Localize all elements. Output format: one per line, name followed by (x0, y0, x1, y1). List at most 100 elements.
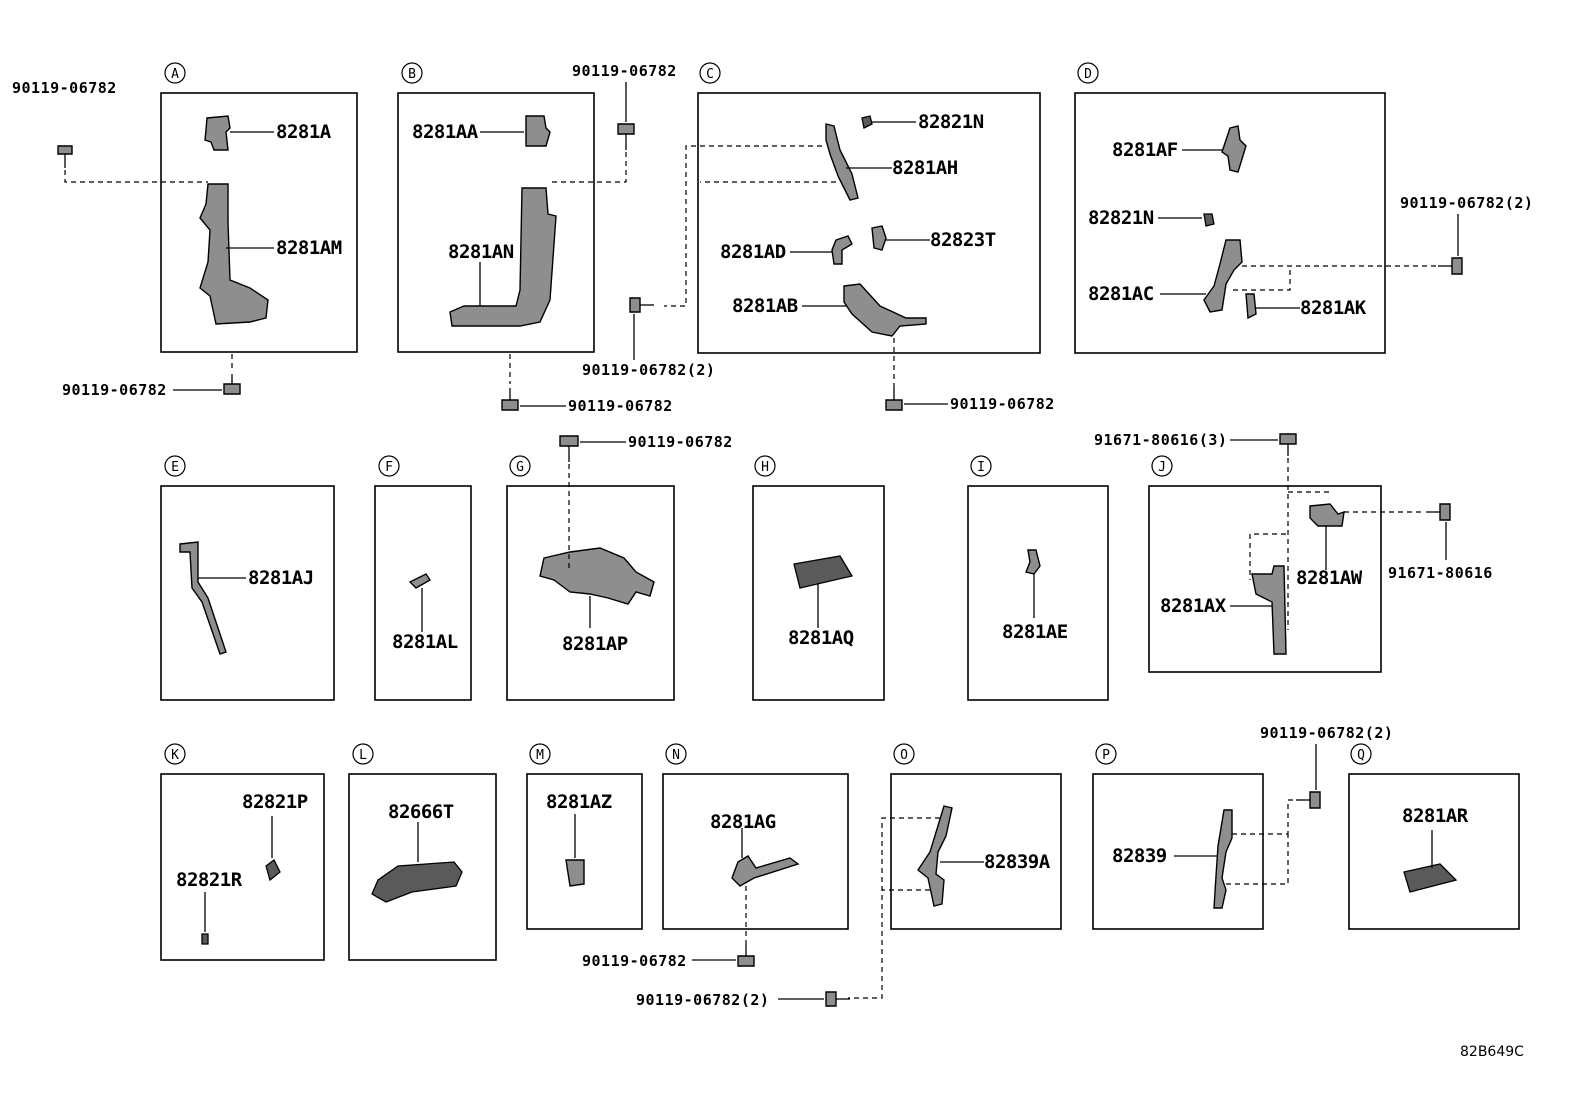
section-l-box (348, 773, 497, 961)
section-g-marker (509, 455, 531, 477)
part-8281al-shape (408, 573, 431, 632)
section-a-letter: A (171, 67, 179, 82)
section-e-marker (164, 455, 186, 477)
part-82821n-c-shape (861, 115, 916, 129)
bolt-label-b-bottom: 90119-06782 (568, 397, 673, 415)
section-q: Q 8281AR (1348, 743, 1520, 930)
part-8281af-shape (1182, 125, 1247, 173)
reference-code: 82B649C (1460, 1044, 1524, 1060)
section-c: C 82821N 8281AH 8281AD 82823T (582, 62, 1054, 413)
section-p-letter: P (1102, 748, 1110, 763)
section-j-marker (1151, 455, 1173, 477)
section-o-marker (893, 743, 915, 765)
part-label-8281an: 8281AN (448, 241, 514, 263)
part-82839-shape (1174, 809, 1233, 909)
bolt-icon-a-bottom (223, 374, 241, 395)
bolt-label-g-top: 90119-06782 (628, 433, 733, 451)
bolt-icon-b-bottom (501, 388, 519, 411)
section-e: E 8281AJ (160, 455, 335, 701)
section-l-letter: L (359, 748, 367, 763)
part-label-8281ad: 8281AD (720, 241, 786, 263)
section-k: K 82821P 82821R (160, 743, 325, 961)
bolt-icon-b-top (617, 123, 635, 150)
bolt-label-a-top: 90119-06782 (12, 79, 117, 97)
bolt-label-n-bottom: 90119-06782 (582, 952, 687, 970)
section-i-letter: I (977, 460, 985, 475)
section-q-box (1348, 773, 1520, 930)
section-a: A 8281A 8281AM 90119-06782 90119-06782 (12, 62, 358, 399)
section-e-letter: E (171, 460, 179, 475)
part-label-82821p: 82821P (242, 791, 308, 813)
bolt-label-a-bottom: 90119-06782 (62, 381, 167, 399)
part-label-82666t: 82666T (388, 801, 454, 823)
section-k-letter: K (171, 748, 179, 763)
section-o: O 82839A 90119-06782(2) (636, 743, 1062, 1009)
part-82823t-shape (871, 225, 930, 251)
section-d-marker (1077, 62, 1099, 84)
section-j: J 8281AW 8281AX 91671-80616(3) 91671-806… (1094, 431, 1492, 673)
section-l: L 82666T (348, 743, 497, 961)
bolt-icon-d-right (1438, 257, 1463, 275)
section-b-letter: B (408, 67, 416, 82)
section-n-letter: N (672, 748, 680, 763)
part-label-82823t: 82823T (930, 229, 996, 251)
part-8281ag-shape (731, 828, 800, 887)
part-label-8281ac: 8281AC (1088, 283, 1154, 305)
part-label-82839a: 82839A (984, 851, 1051, 873)
section-f: F 8281AL (374, 455, 472, 701)
part-label-8281ag: 8281AG (710, 811, 776, 833)
part-label-82821n-d: 82821N (1088, 207, 1154, 229)
part-8281a-shape (204, 115, 274, 151)
section-g-box (506, 485, 675, 701)
section-m-letter: M (536, 748, 544, 763)
section-h: H 8281AQ (752, 455, 885, 701)
section-q-letter: Q (1357, 748, 1365, 763)
bolt-label-o-bottom: 90119-06782(2) (636, 991, 769, 1009)
part-label-82839: 82839 (1112, 845, 1167, 867)
bolt-label-c-left: 90119-06782(2) (582, 361, 715, 379)
section-p: P 82839 90119-06782(2) (1092, 724, 1393, 930)
section-q-marker (1350, 743, 1372, 765)
section-k-box (160, 773, 325, 961)
section-p-box (1092, 773, 1264, 930)
bolt-label-p-top: 90119-06782(2) (1260, 724, 1393, 742)
part-label-8281ak: 8281AK (1300, 297, 1367, 319)
part-8281ad-shape (790, 235, 853, 265)
section-h-marker (754, 455, 776, 477)
part-label-8281ap: 8281AP (562, 633, 628, 655)
section-n-box (662, 773, 849, 930)
section-i-marker (970, 455, 992, 477)
part-8281ak-shape (1245, 293, 1300, 320)
section-k-marker (164, 743, 186, 765)
part-label-8281a: 8281A (276, 121, 332, 143)
part-8281an-shape (449, 187, 557, 327)
section-i: I 8281AE (967, 455, 1109, 701)
bolt-label-b-top: 90119-06782 (572, 62, 677, 80)
section-j-box (1148, 485, 1382, 673)
part-8281ar-shape (1403, 830, 1458, 893)
section-c-letter: C (706, 67, 714, 82)
bolt-label-j-top: 91671-80616(3) (1094, 431, 1227, 449)
part-label-8281ae: 8281AE (1002, 621, 1068, 643)
section-m-box (526, 773, 643, 930)
part-8281aw-shape (1309, 503, 1345, 570)
section-m-marker (529, 743, 551, 765)
part-82666t-shape (371, 822, 463, 903)
section-e-box (160, 485, 335, 701)
section-c-box (697, 92, 1041, 354)
part-8281ac-shape (1160, 239, 1243, 313)
part-8281ah-shape (825, 123, 892, 201)
section-j-letter: J (1158, 460, 1166, 475)
bolt-icon-a-top (57, 145, 73, 168)
part-label-8281az: 8281AZ (546, 791, 612, 813)
section-f-letter: F (385, 460, 393, 475)
bolt-icon-c-bottom (885, 388, 903, 411)
part-8281ap-shape (539, 547, 655, 628)
section-a-box (160, 92, 358, 353)
bolt-icon-g-top (559, 435, 579, 462)
bolt-icon-n-bottom (737, 944, 755, 967)
bolt-icon-j-right (1426, 503, 1451, 521)
part-8281ax-shape (1230, 565, 1287, 655)
section-m: M 8281AZ (526, 743, 643, 930)
part-8281az-shape (565, 814, 585, 887)
